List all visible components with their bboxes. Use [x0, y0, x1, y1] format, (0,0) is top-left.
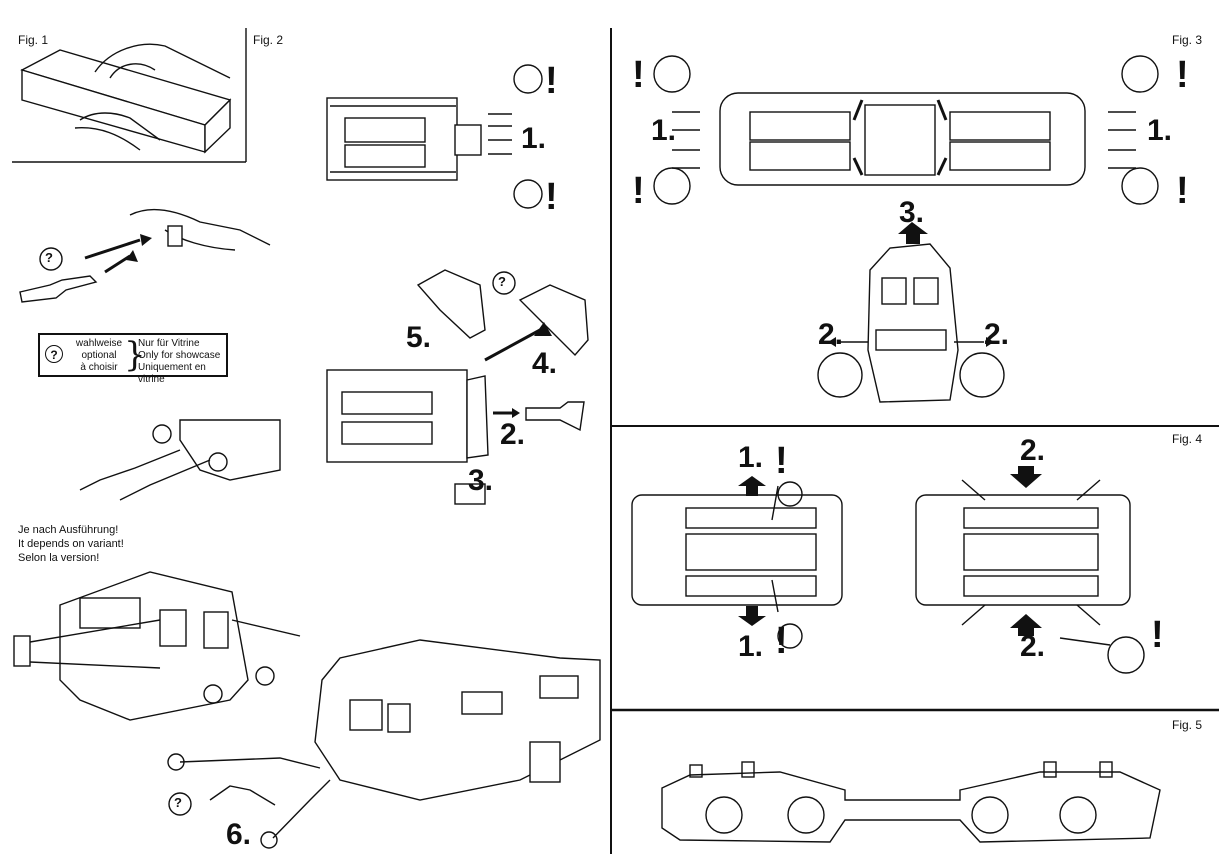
- fig5-label: Fig. 5: [1172, 718, 1203, 732]
- step-number: 4.: [532, 347, 558, 380]
- step-number: 1.: [521, 122, 547, 155]
- fig3-loco-front: [817, 222, 1005, 403]
- question-symbol: ?: [498, 274, 506, 289]
- question-symbol: ?: [45, 250, 53, 265]
- fig2-cab-shell: [416, 269, 589, 362]
- rotate-icon: [777, 481, 803, 507]
- question-symbol: ?: [174, 795, 182, 810]
- fig3-chassis: [672, 92, 1136, 186]
- question-icon: [39, 247, 63, 271]
- warning-icon: !: [632, 170, 645, 212]
- rotate-icon: [513, 64, 543, 94]
- fig2-label: Fig. 2: [253, 33, 284, 47]
- step-number: 1.: [1147, 114, 1173, 147]
- step-number: 2.: [818, 318, 844, 351]
- warning-icon: !: [775, 620, 788, 662]
- variant-line: It depends on variant!: [18, 538, 124, 550]
- legend-line: à choisir: [80, 362, 118, 373]
- bumper-detail: [79, 419, 281, 501]
- legend-line: Uniquement en vitrine: [138, 362, 206, 385]
- fig4-chassis-right: [915, 466, 1145, 674]
- fig1-label: Fig. 1: [18, 33, 49, 47]
- step-number: 1.: [738, 441, 764, 474]
- legend-line: optional: [81, 350, 117, 361]
- legend-showcase: Nur für Vitrine Only for showcase Unique…: [138, 338, 226, 386]
- rotate-icon: [1121, 167, 1159, 205]
- legend-line: Nur für Vitrine: [138, 338, 200, 349]
- variant-line: Je nach Ausführung!: [18, 524, 119, 536]
- variant-line: Selon la version!: [18, 552, 100, 564]
- fig2-chassis-middle: [326, 369, 585, 505]
- fig4-label: Fig. 4: [1172, 432, 1203, 446]
- question-icon: [168, 792, 192, 816]
- locomotive-right: [167, 639, 601, 849]
- rotate-icon: [653, 55, 691, 93]
- locomotive-left: [13, 571, 301, 721]
- step-number: 2.: [1020, 630, 1046, 663]
- legend-box: ? wahlweise optional à choisir } Nur für…: [38, 333, 228, 385]
- step-number: 2.: [500, 418, 526, 451]
- variant-note: Je nach Ausführung! It depends on varian…: [18, 523, 124, 565]
- step-number: 1.: [651, 114, 677, 147]
- step-number: 6.: [226, 818, 252, 851]
- fig4-chassis-left: [631, 476, 843, 626]
- rotate-icon: [777, 623, 803, 649]
- warning-icon: !: [545, 176, 558, 218]
- legend-line: Only for showcase: [138, 350, 221, 361]
- warning-icon: !: [632, 54, 645, 96]
- fig3-label: Fig. 3: [1172, 33, 1203, 47]
- step-number: 5.: [406, 321, 432, 354]
- coupler-removal-illustration: [19, 209, 271, 303]
- legend-options: wahlweise optional à choisir: [72, 338, 126, 374]
- fig1-box-illustration: [20, 43, 232, 154]
- step-number: 2.: [984, 318, 1010, 351]
- fig5-chassis: [661, 761, 1161, 843]
- legend-line: wahlweise: [75, 338, 123, 349]
- rotate-icon: [513, 179, 543, 209]
- warning-icon: !: [545, 60, 558, 102]
- rotate-icon: [1121, 55, 1159, 93]
- warning-icon: !: [1176, 54, 1189, 96]
- step-number: 1.: [738, 630, 764, 663]
- brace-icon: }: [124, 335, 146, 375]
- warning-icon: !: [1151, 614, 1164, 656]
- fig2-chassis-top: [326, 97, 512, 181]
- question-icon: [492, 271, 516, 295]
- rotate-icon: [653, 167, 691, 205]
- question-icon: ?: [45, 345, 63, 363]
- step-number: 3.: [899, 196, 925, 229]
- step-number: 2.: [1020, 434, 1046, 467]
- warning-icon: !: [775, 440, 788, 482]
- step-number: 3.: [468, 464, 494, 497]
- warning-icon: !: [1176, 170, 1189, 212]
